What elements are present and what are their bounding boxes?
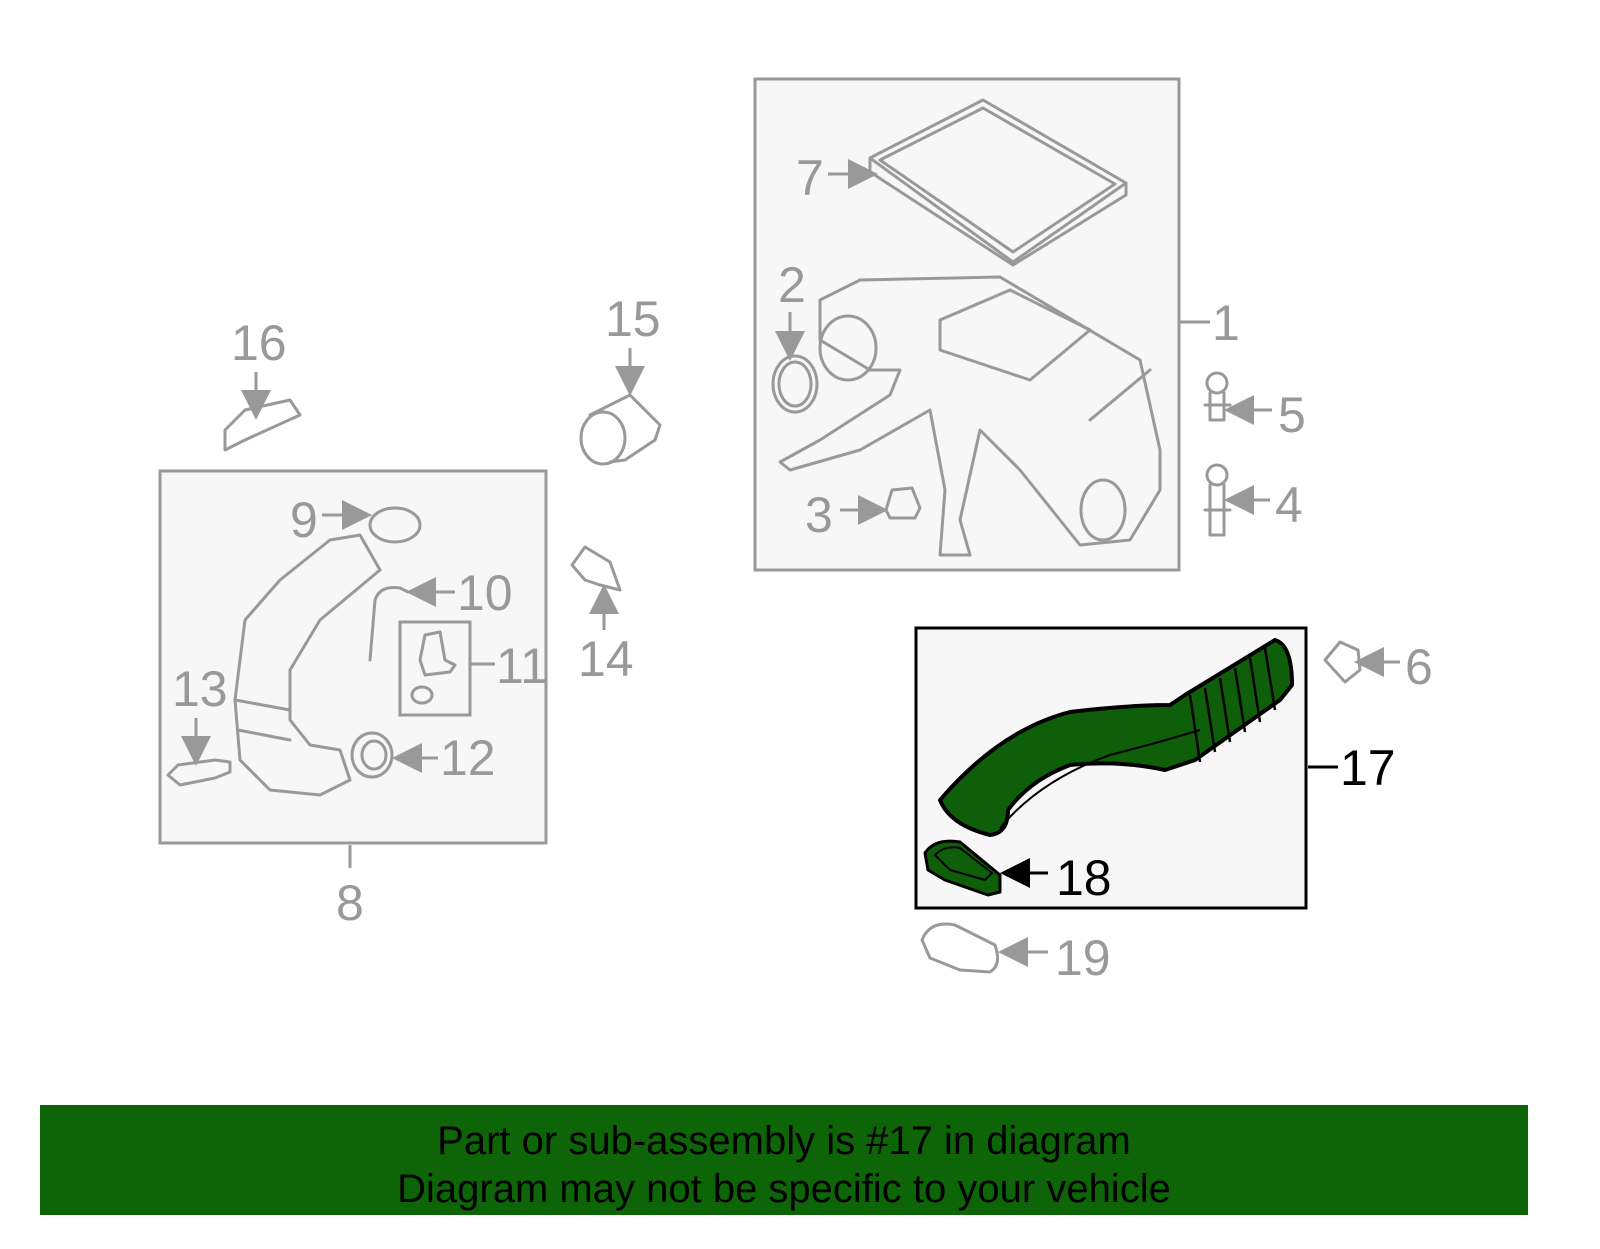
duct-seal-19[interactable]	[920, 922, 1000, 974]
banner-line-2: Diagram may not be specific to your vehi…	[397, 1167, 1171, 1211]
leader-lines	[181, 159, 1400, 967]
callout-18: 18	[1056, 850, 1112, 906]
clip-14[interactable]	[570, 545, 622, 592]
callout-5: 5	[1278, 387, 1306, 443]
callout-1: 1	[1212, 295, 1240, 351]
intake-duct[interactable]	[233, 533, 382, 797]
callout-19: 19	[1055, 930, 1111, 986]
callout-12: 12	[440, 730, 496, 786]
callout-3: 3	[805, 487, 833, 543]
hose-10[interactable]	[368, 586, 410, 662]
callout-4: 4	[1275, 477, 1303, 533]
callout-17: 17	[1340, 740, 1396, 796]
callout-15: 15	[605, 291, 661, 347]
callout-9: 9	[290, 492, 318, 548]
callout-2: 2	[778, 257, 806, 313]
callout-16: 16	[231, 315, 287, 371]
air-outlet-duct-17[interactable]	[938, 638, 1294, 837]
callout-8: 8	[336, 875, 364, 931]
callout-14: 14	[578, 631, 634, 687]
intake-duct-assembly-box	[158, 469, 548, 845]
callout-13: 13	[172, 661, 228, 717]
sensor-11[interactable]	[410, 630, 457, 705]
callout-7: 7	[796, 150, 824, 206]
mass-air-flow-sensor[interactable]	[579, 393, 662, 466]
housing-seal-inner	[777, 360, 813, 408]
callout-11: 11	[496, 638, 548, 694]
clip-6[interactable]	[1323, 640, 1362, 684]
grommet[interactable]	[884, 486, 922, 520]
banner-line-1: Part or sub-assembly is #17 in diagram	[437, 1119, 1131, 1163]
duct-seal-18[interactable]	[923, 839, 1002, 897]
part-info-banner: Part or sub-assembly is #17 in diagram D…	[40, 1105, 1528, 1215]
callout-6: 6	[1405, 639, 1433, 695]
bolt-4[interactable]	[1203, 463, 1232, 537]
bracket-16[interactable]	[223, 398, 302, 452]
callout-10: 10	[457, 565, 513, 621]
sensor-box	[398, 620, 472, 717]
air-cleaner-housing[interactable]	[778, 275, 1162, 557]
bolt-5[interactable]	[1203, 371, 1232, 422]
